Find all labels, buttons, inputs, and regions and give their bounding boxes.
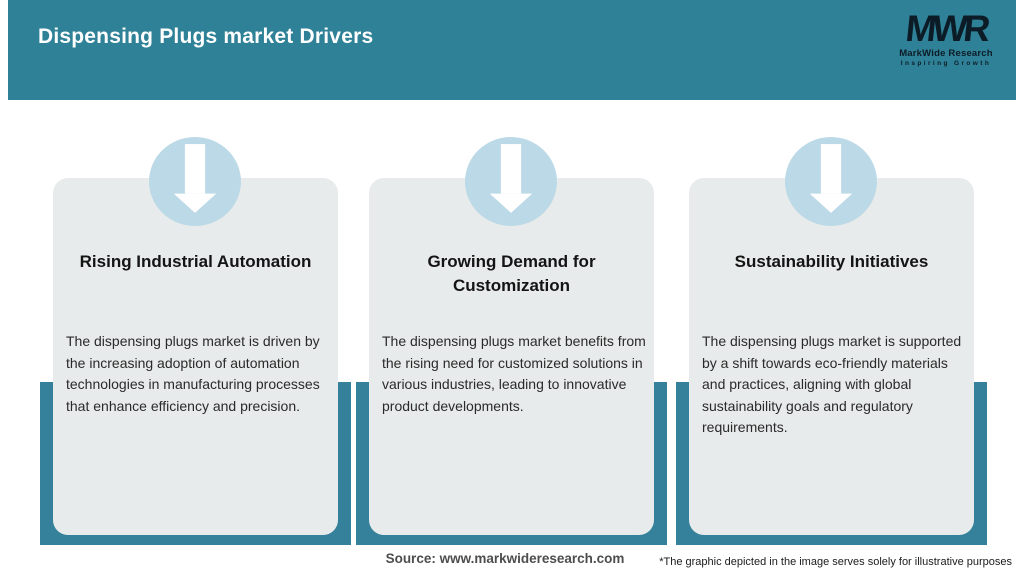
driver-column: Rising Industrial Automation The dispens… [40,137,351,545]
logo-name: MarkWide Research [899,48,993,59]
page-title: Dispensing Plugs market Drivers [38,25,374,48]
driver-column: Growing Demand for Customization The dis… [356,137,667,545]
driver-column: Sustainability Initiatives The dispensin… [676,137,987,545]
driver-card [369,178,654,535]
header-bar: Dispensing Plugs market Drivers MWR Mark… [8,0,1016,100]
driver-card [689,178,974,535]
card-description: The dispensing plugs market is driven by… [66,333,320,414]
disclaimer-note: *The graphic depicted in the image serve… [659,556,1012,568]
logo-acronym: MWR [903,8,989,49]
card-description: The dispensing plugs market is supported… [702,333,962,435]
down-arrow-icon [465,137,557,226]
card-title: Growing Demand for Customization [427,252,596,295]
brand-logo: MWR MarkWide Research Inspiring Growth [886,8,1006,67]
down-arrow-icon [785,137,877,226]
card-description: The dispensing plugs market benefits fro… [382,333,646,414]
card-title: Rising Industrial Automation [79,252,312,271]
down-arrow-icon [149,137,241,226]
source-note: Source: www.markwideresearch.com [385,551,625,566]
driver-card [53,178,338,535]
card-title: Sustainability Initiatives [734,252,929,271]
logo-tagline: Inspiring Growth [900,59,992,67]
